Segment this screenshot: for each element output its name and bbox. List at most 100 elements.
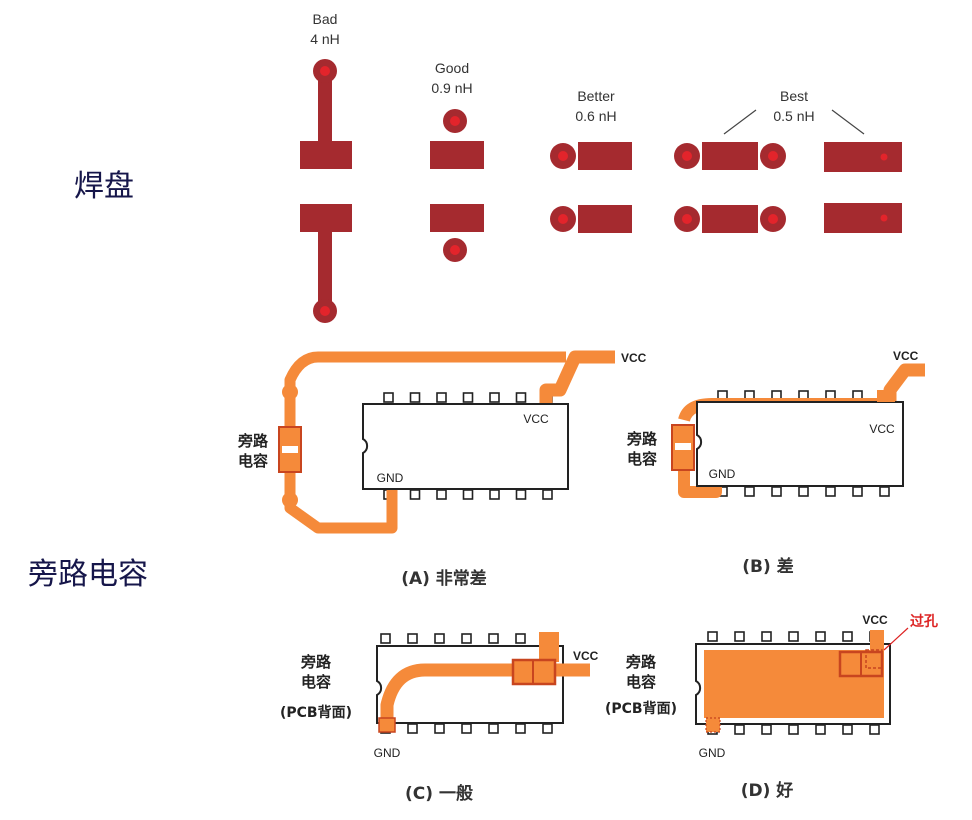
- ic-pin: [761, 724, 772, 735]
- capacitor-label: 电容: [238, 452, 268, 470]
- ic-pin: [815, 631, 826, 642]
- panel-caption: (B) 差: [742, 556, 793, 577]
- ic-pin: [798, 486, 809, 497]
- gnd-label: GND: [374, 746, 401, 760]
- ic-pin: [436, 489, 447, 500]
- ic-pin: [852, 486, 863, 497]
- pad-via-dot: [450, 116, 460, 126]
- ic-pin: [488, 633, 499, 644]
- capacitor-label: 电容: [627, 450, 657, 468]
- vcc-pin-highlight: [870, 630, 884, 652]
- pad-trace: [318, 70, 332, 142]
- pins-bottom: [383, 489, 553, 500]
- capacitor-label: (PCB背面): [605, 700, 677, 717]
- pad-group-bad: Bad 4 nH: [300, 11, 352, 323]
- ic-pin: [734, 724, 745, 735]
- ic-chip: [362, 403, 569, 490]
- pad-bottom: [300, 204, 352, 232]
- pad-bottom: [430, 204, 484, 232]
- trace-node: [282, 384, 298, 400]
- vcc-trace: [284, 351, 566, 427]
- vcc-label: VCC: [573, 649, 599, 663]
- ic-pin: [380, 633, 391, 644]
- pad-top: [578, 142, 632, 170]
- pads-section-label: 焊盘: [74, 169, 134, 204]
- panel-caption: (C) 一般: [405, 783, 473, 804]
- panel-caption: (D) 好: [741, 780, 794, 801]
- vcc-label: VCC: [621, 351, 647, 365]
- pins-bottom: [717, 486, 890, 497]
- ic-pin: [462, 489, 474, 500]
- pad-group-better: Better 0.6 nH: [550, 88, 632, 233]
- ic-pin: [488, 723, 499, 734]
- ic-pin: [825, 486, 836, 497]
- panel-d: 过孔 VCC GND 旁路 电容 (PCB背面) (D) 好: [605, 613, 938, 801]
- ic-pin: [407, 723, 418, 734]
- pad-via-dot: [682, 214, 692, 224]
- vcc-pin-highlight: [877, 390, 895, 402]
- pad-via-dot: [880, 153, 888, 161]
- ic-pin: [515, 633, 526, 644]
- chip-vcc-label: VCC: [869, 422, 895, 436]
- ic-pin: [879, 486, 890, 497]
- chip-vcc-label: VCC: [523, 412, 549, 426]
- via-label: 过孔: [910, 613, 938, 630]
- bypass-section-label: 旁路电容: [28, 557, 148, 592]
- capacitor-label: 旁路: [626, 430, 658, 448]
- ic-pin: [869, 724, 880, 735]
- ic-pin: [409, 489, 421, 500]
- ic-pin: [707, 631, 718, 642]
- ic-pin: [744, 486, 755, 497]
- gnd-pin-highlight: [378, 717, 396, 733]
- vcc-pin-highlight: [539, 632, 559, 662]
- pad-top: [824, 142, 902, 172]
- vcc-trace: [539, 350, 615, 404]
- via-marker: [865, 649, 883, 669]
- pad-top: [430, 141, 484, 169]
- capacitor-label: 电容: [301, 673, 331, 691]
- panel-a: VCC GND VCC 旁路 电容 (A) 非常差: [237, 350, 647, 589]
- ic-pin: [515, 392, 527, 403]
- pad-group-better-quality: Better: [577, 88, 615, 104]
- power-plane: [704, 650, 884, 718]
- ic-pin: [515, 723, 526, 734]
- ic-pin: [788, 631, 799, 642]
- pad-group-good: Good 0.9 nH: [430, 60, 484, 262]
- capacitor-gap: [282, 446, 298, 453]
- pad-group-best-quality: Best: [780, 88, 808, 104]
- ic-pin: [788, 724, 799, 735]
- ic-pin: [734, 631, 745, 642]
- pad-group-good-value: 0.9 nH: [431, 80, 472, 96]
- leader-line: [831, 109, 865, 135]
- trace-node: [282, 492, 298, 508]
- pad-via-dot: [450, 245, 460, 255]
- pins-top: [383, 392, 553, 403]
- pad-group-better-value: 0.6 nH: [575, 108, 616, 124]
- capacitor-label: 旁路: [625, 653, 657, 671]
- panel-b: VCC GND VCC 旁路 电容 (B) 差: [626, 349, 925, 577]
- vcc-label: VCC: [893, 349, 919, 363]
- pad-via-dot: [320, 306, 330, 316]
- chip-gnd-label: GND: [709, 467, 736, 481]
- ic-pin: [515, 489, 527, 500]
- capacitor-label: (PCB背面): [280, 704, 352, 721]
- pad-top: [300, 141, 352, 169]
- ic-pin: [842, 631, 853, 642]
- ic-pin: [542, 723, 553, 734]
- pad-via-dot: [558, 214, 568, 224]
- ic-pin: [436, 392, 447, 403]
- panel-caption: (A) 非常差: [401, 568, 487, 589]
- leader-line: [723, 109, 757, 135]
- panel-c: VCC GND 旁路 电容 (PCB背面) (C) 一般: [280, 632, 599, 804]
- pad-via-dot: [682, 151, 692, 161]
- pad-group-good-quality: Good: [435, 60, 469, 76]
- via-leader: [883, 627, 909, 651]
- pad-bottom: [824, 203, 902, 233]
- pad-trace: [318, 231, 332, 311]
- capacitor-label: 电容: [626, 673, 656, 691]
- ic-pin: [434, 633, 445, 644]
- pad-via-dot: [320, 66, 330, 76]
- vcc-label: VCC: [862, 613, 888, 627]
- ic-chip: [696, 401, 904, 487]
